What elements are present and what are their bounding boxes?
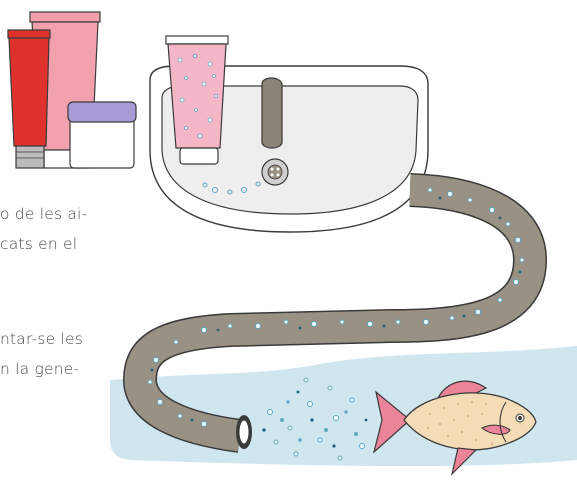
cosmetic-tube-red-icon — [8, 30, 50, 168]
drain-icon — [262, 159, 288, 185]
faucet-icon — [262, 78, 282, 148]
cosmetic-products — [8, 12, 136, 168]
cream-jar-icon — [68, 102, 136, 168]
scrub-tube-icon — [166, 36, 228, 164]
